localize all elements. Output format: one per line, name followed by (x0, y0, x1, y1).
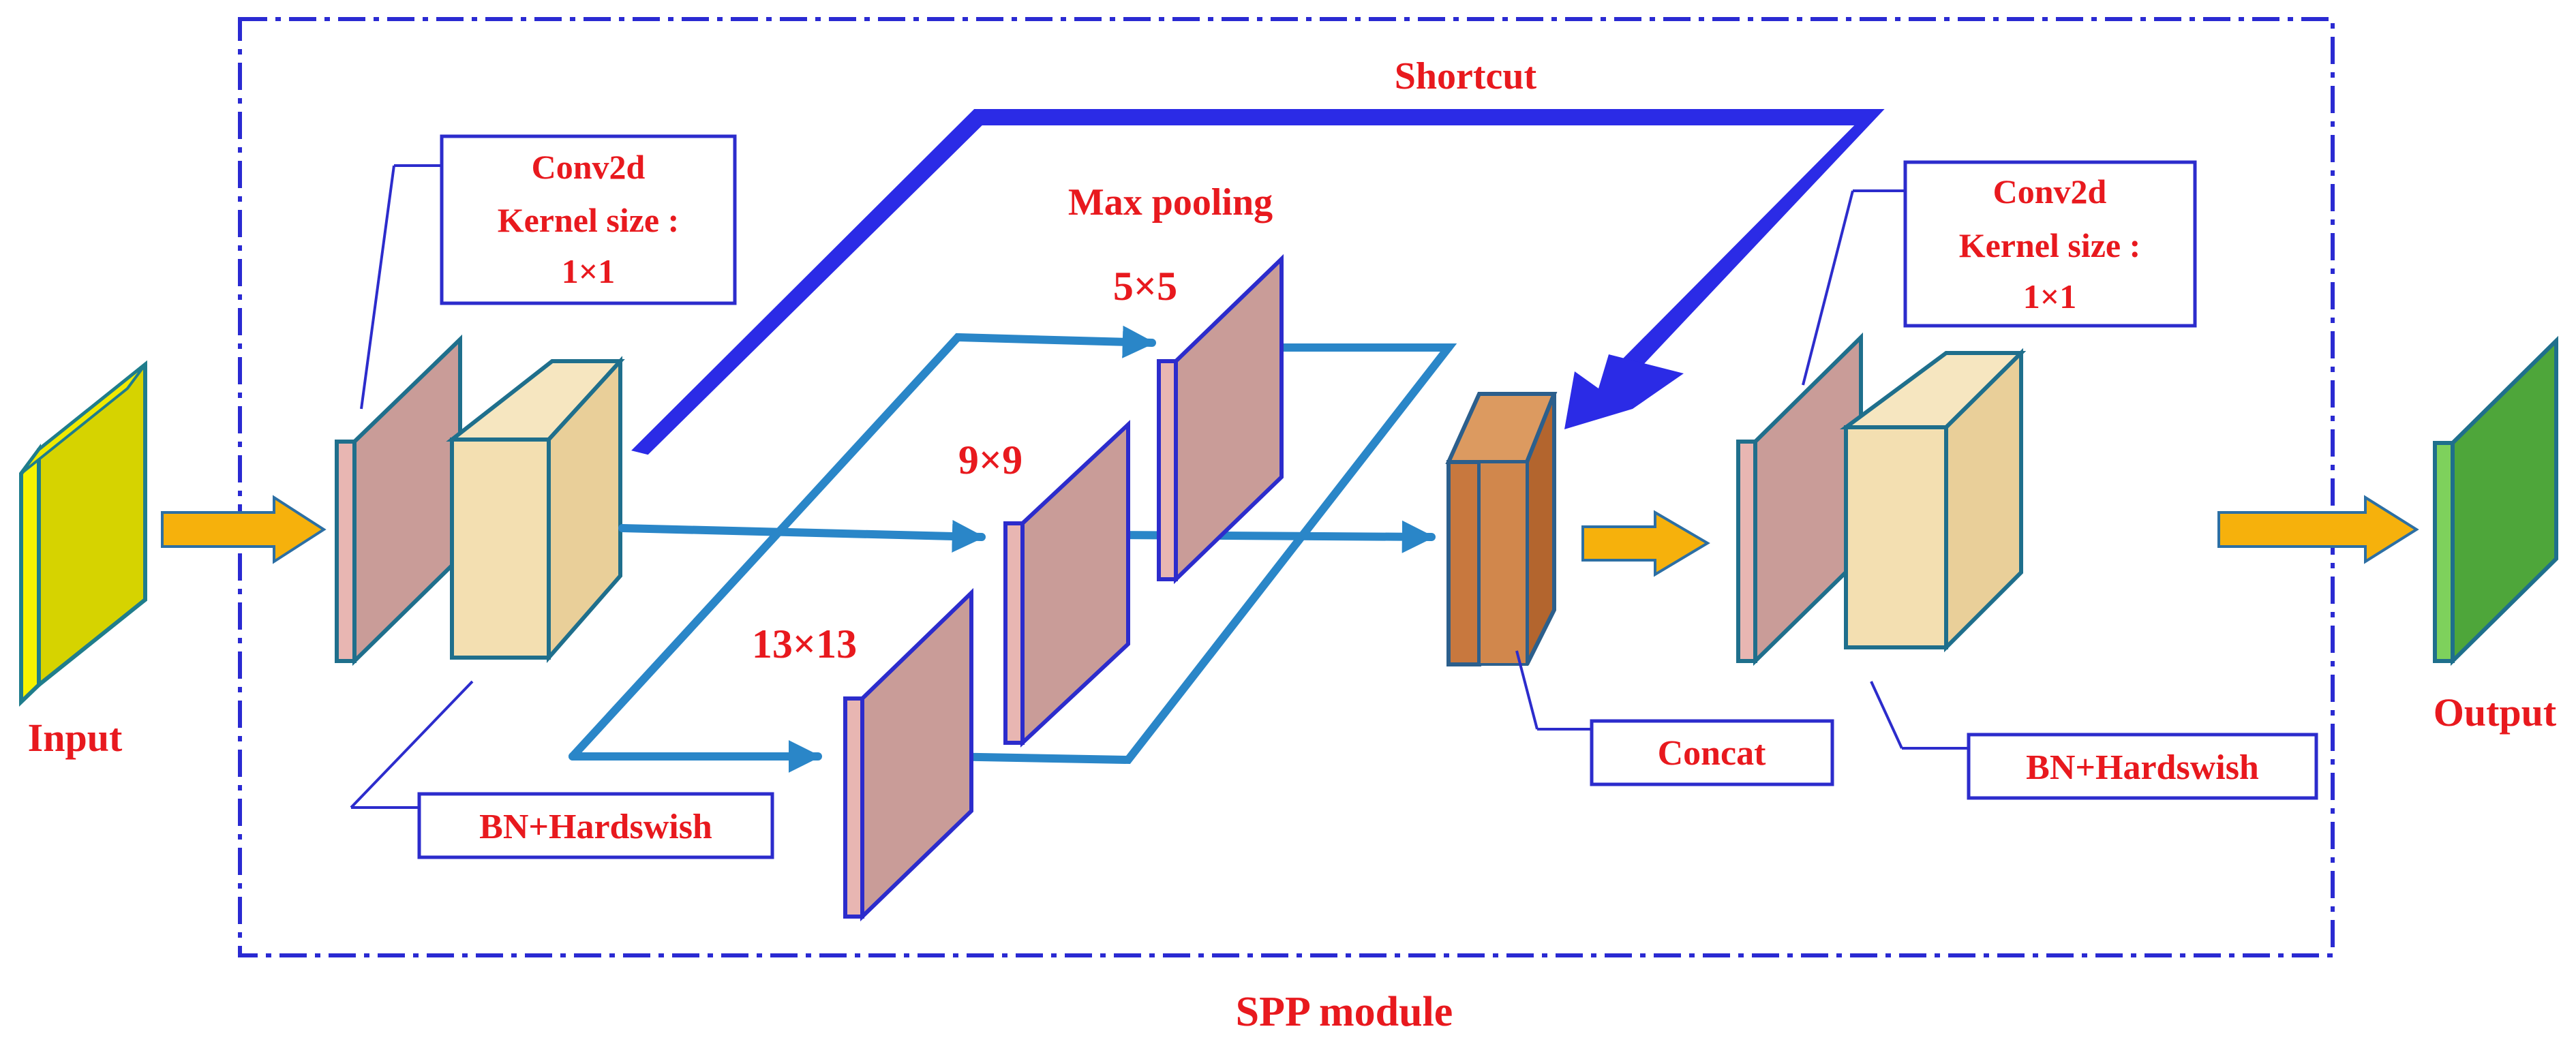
spp-module-frame (238, 17, 2335, 957)
concat-arrow (1581, 510, 1710, 577)
bn-block-left (446, 356, 625, 663)
conv-left-line1: Conv2d (532, 148, 646, 186)
bn-label-box-left (417, 792, 774, 859)
conv-left-line3: 1×1 (562, 252, 616, 290)
conv-left-line2: Kernel size : (498, 201, 680, 239)
conv-block-right (1736, 332, 1863, 666)
output-arrow (2217, 495, 2419, 564)
bn-right-text: BN+Hardswish (2026, 748, 2259, 787)
output-block (2433, 335, 2558, 666)
pool-block-5x5 (1157, 254, 1284, 585)
pool-block-9x9 (1003, 420, 1130, 748)
shortcut-arrow (631, 109, 1885, 455)
bn-block-right (1839, 348, 2027, 653)
max-pooling-label: Max pooling (1068, 181, 1273, 224)
concat-text: Concat (1658, 734, 1767, 773)
concat-label-box (1590, 719, 1834, 786)
input-label: Input (28, 716, 123, 760)
concat-block (1445, 392, 1558, 666)
pool-9-label: 9×9 (958, 437, 1022, 482)
shortcut-label: Shortcut (1395, 55, 1537, 97)
pool-5-label: 5×5 (1113, 264, 1177, 309)
pool-block-13x13 (843, 587, 973, 922)
conv-block-left (335, 334, 462, 666)
output-label: Output (2434, 690, 2557, 735)
bn-left-text: BN+Hardswish (479, 808, 712, 846)
conv-right-line2: Kernel size : (1959, 226, 2141, 264)
pool-13-label: 13×13 (752, 621, 857, 666)
input-arrow (161, 495, 327, 564)
conv-right-line1: Conv2d (1993, 172, 2107, 211)
spp-module-label: SPP module (1236, 989, 1453, 1035)
conv-label-box-left (440, 134, 737, 305)
input-block (19, 360, 147, 707)
conv-right-line3: 1×1 (2023, 277, 2077, 316)
bn-label-box-right (1967, 733, 2318, 800)
conv-label-box-right (1903, 160, 2197, 328)
